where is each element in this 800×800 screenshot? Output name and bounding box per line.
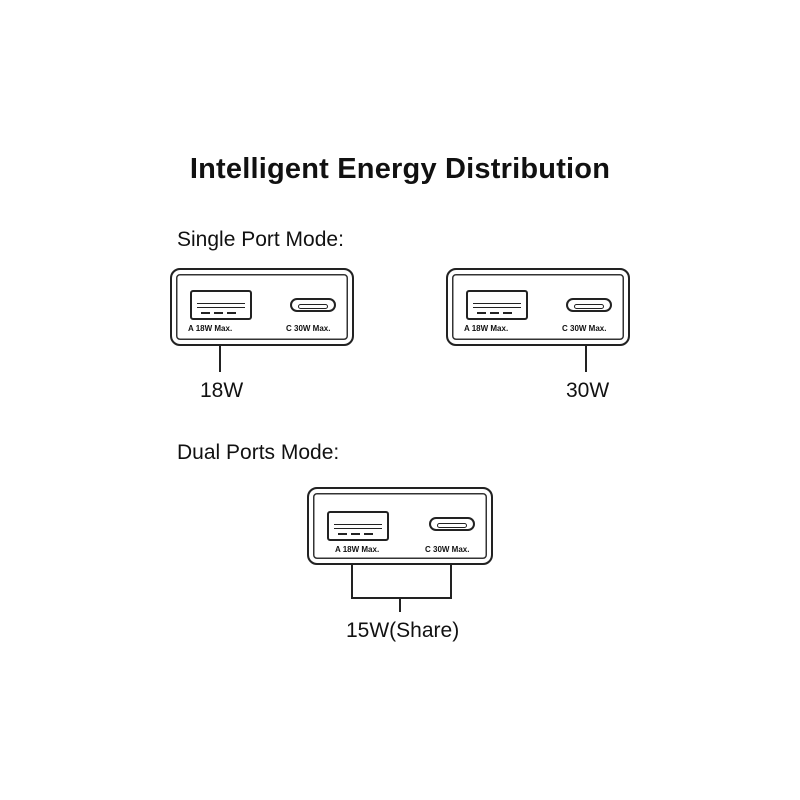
usb-a-port-icon [327, 511, 389, 541]
output-shared: 15W(Share) [346, 619, 460, 642]
usb-a-port-icon [466, 290, 528, 320]
bracket-left [351, 565, 353, 599]
bracket-stem [399, 599, 401, 612]
port-a-label: A 18W Max. [464, 324, 509, 333]
connector-line [585, 346, 587, 372]
usb-c-port-icon [290, 298, 336, 312]
dual-mode-heading: Dual Ports Mode: [177, 441, 340, 464]
power-bank-single-c: A 18W Max. C 30W Max. [446, 268, 630, 346]
power-bank-dual: A 18W Max. C 30W Max. [307, 487, 493, 565]
port-c-label: C 30W Max. [425, 545, 470, 554]
usb-c-port-icon [566, 298, 612, 312]
port-c-label: C 30W Max. [286, 324, 331, 333]
power-bank-single-a: A 18W Max. C 30W Max. [170, 268, 354, 346]
port-a-label: A 18W Max. [188, 324, 233, 333]
bracket-right [450, 565, 452, 599]
output-18w: 18W [200, 379, 244, 402]
connector-line [219, 346, 221, 372]
port-c-label: C 30W Max. [562, 324, 607, 333]
port-a-label: A 18W Max. [335, 545, 380, 554]
bracket-bottom [351, 597, 452, 599]
output-30w: 30W [566, 379, 610, 402]
usb-a-port-icon [190, 290, 252, 320]
usb-c-port-icon [429, 517, 475, 531]
single-mode-heading: Single Port Mode: [177, 228, 344, 251]
page-title: Intelligent Energy Distribution [189, 153, 611, 185]
